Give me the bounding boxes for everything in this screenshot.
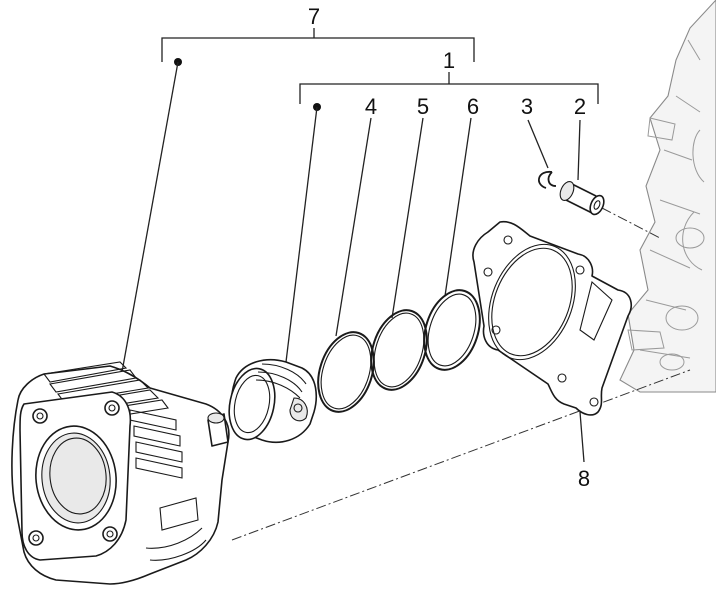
assembly-bracket-inner bbox=[299, 72, 599, 104]
piston-ring-middle-part bbox=[370, 309, 428, 391]
piston-pin-part bbox=[559, 180, 605, 216]
assembly-bracket-outer bbox=[161, 28, 475, 62]
callout-8: 8 bbox=[578, 466, 590, 491]
piston-part bbox=[228, 358, 317, 444]
cylinder-part bbox=[11, 361, 230, 585]
piston-ring-top-part bbox=[317, 331, 375, 413]
callout-1: 1 bbox=[443, 48, 455, 73]
callout-4: 4 bbox=[365, 94, 377, 119]
piston-ring-oil-part bbox=[423, 289, 481, 371]
assembly-axis-lines bbox=[231, 207, 691, 541]
leader-lines bbox=[121, 58, 585, 463]
crankcase-engine-block bbox=[619, 0, 716, 393]
callout-5: 5 bbox=[417, 94, 429, 119]
circlip-part bbox=[538, 171, 557, 189]
callout-3: 3 bbox=[521, 94, 533, 119]
callout-7: 7 bbox=[308, 4, 320, 29]
callout-6: 6 bbox=[467, 94, 479, 119]
base-gasket-part bbox=[472, 220, 632, 416]
callout-labels: 7 1 4 5 6 3 2 8 bbox=[308, 4, 590, 491]
callout-2: 2 bbox=[574, 94, 586, 119]
